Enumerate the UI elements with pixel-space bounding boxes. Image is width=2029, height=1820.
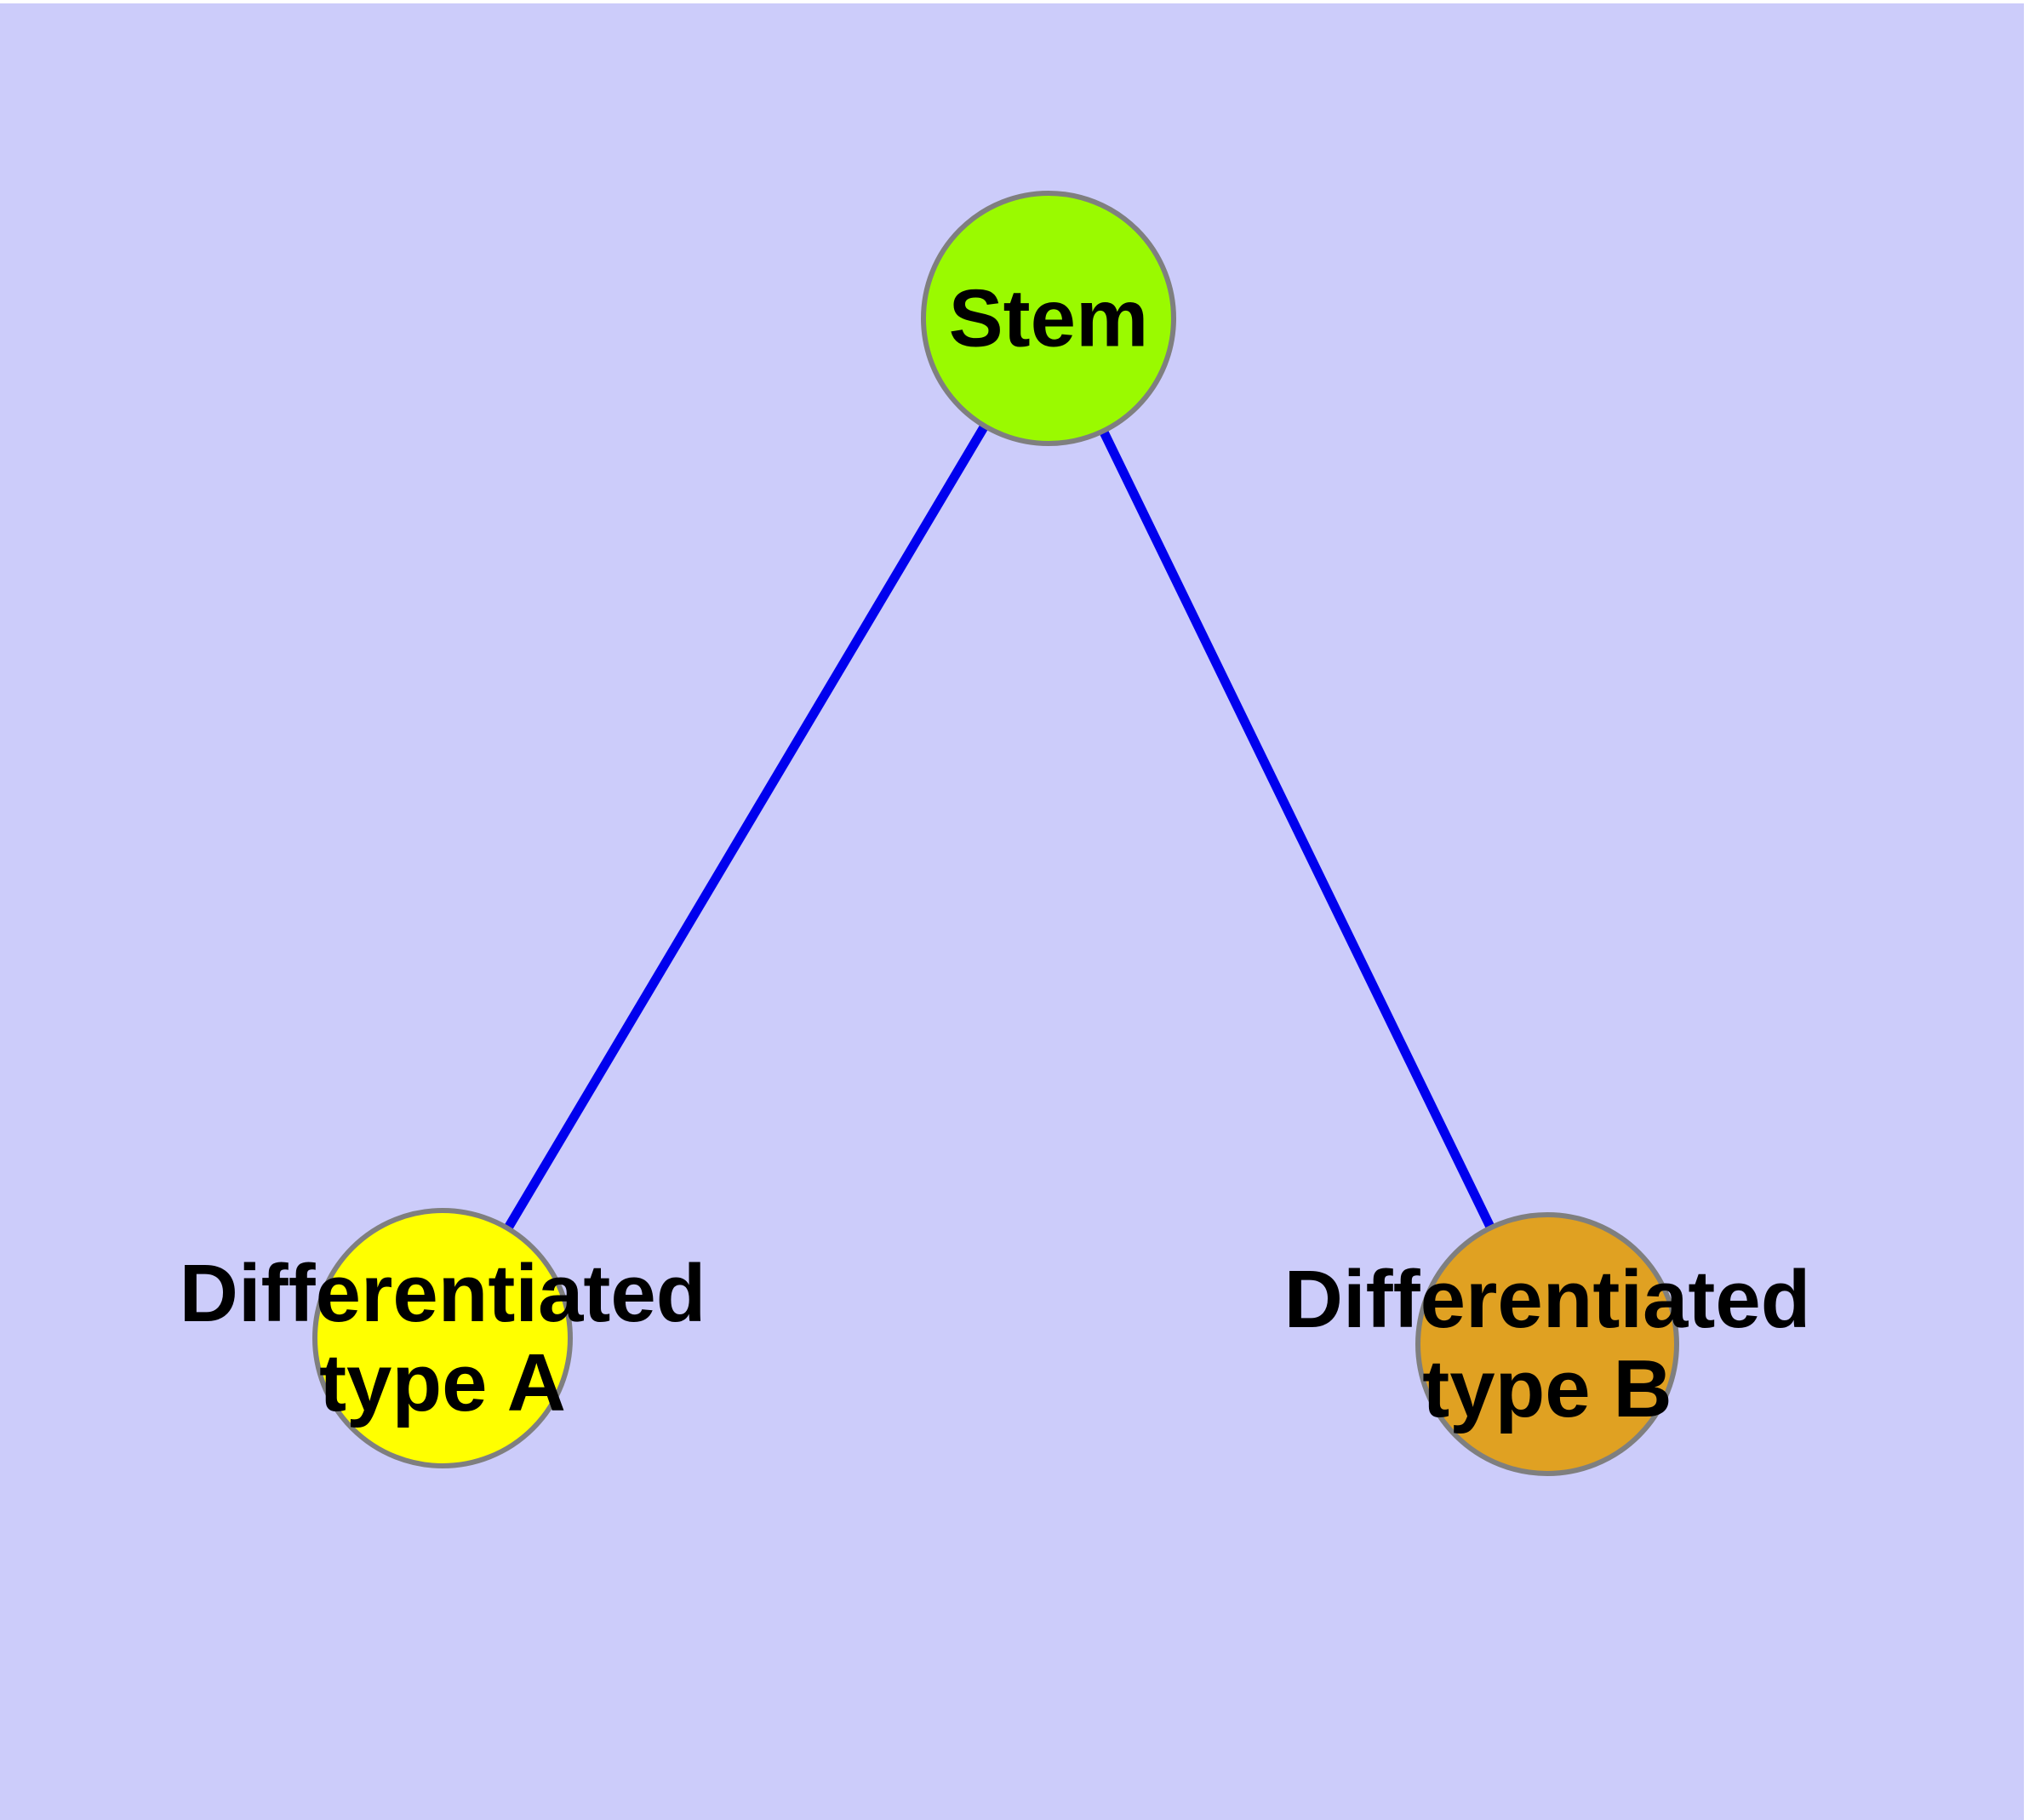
graph-node-diff_b[interactable] [1415, 1212, 1679, 1476]
graph-node-label-line: Stem [949, 273, 1149, 364]
graph-node-label-line: Differentiated [180, 1248, 706, 1339]
node-layer [312, 191, 1679, 1476]
graph-edge-stem-diff_b[interactable] [1044, 316, 1552, 1347]
graph-node-label-line: type A [319, 1337, 566, 1428]
graph-node-label-line: type B [1422, 1343, 1672, 1434]
graph-node-label-stem: Stem [949, 273, 1149, 364]
graph-node-diff_a[interactable] [312, 1208, 573, 1468]
edge-layer [438, 316, 1552, 1347]
graph-node-label-line: Differentiated [1284, 1254, 1811, 1345]
graph-node-stem[interactable] [921, 191, 1176, 446]
graph-edge-stem-diff_a[interactable] [438, 316, 1053, 1341]
